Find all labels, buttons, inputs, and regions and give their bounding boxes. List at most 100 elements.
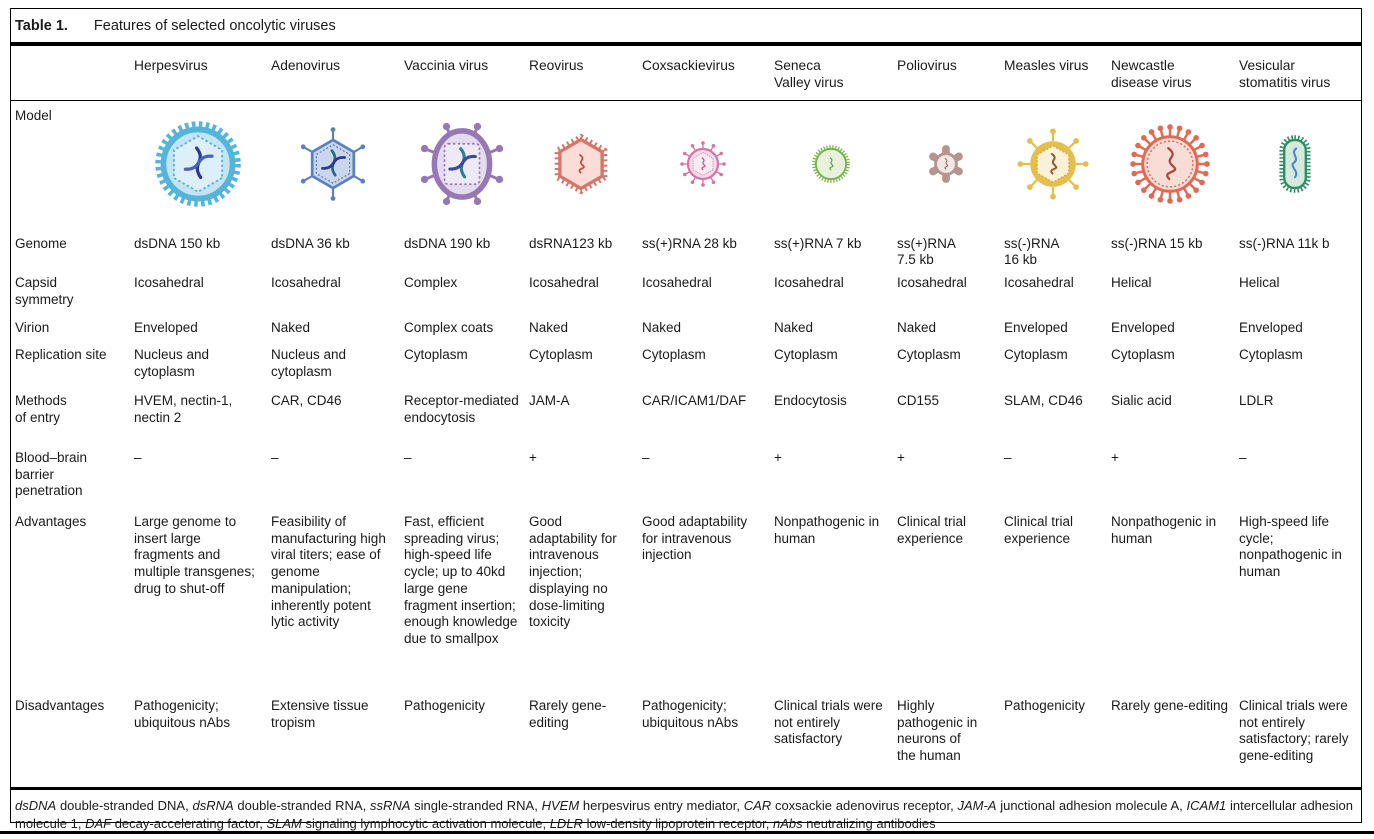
table-row-advantages: Advantages Large genome to insert large …: [11, 508, 1361, 694]
table: Table 1. Features of selected oncolytic v…: [10, 8, 1362, 831]
table-cell-replication_site: Cytoplasm: [404, 346, 468, 362]
table-cell-genome: dsRNA123 kb: [529, 235, 613, 251]
row-label-disadvantages: Disadvantages: [15, 697, 105, 713]
table-cell-replication_site: Cytoplasm: [1239, 346, 1303, 362]
vesicular-stomatitis-virus-icon: [1239, 101, 1361, 228]
table-title: Table 1. Features of selected oncolytic v…: [11, 9, 1361, 42]
footnote-rule: [11, 786, 1361, 791]
title-rule: [11, 42, 1361, 46]
column-header: Seneca Valley virus: [774, 57, 844, 90]
table-cell-advantages: Clinical trial experience: [1004, 513, 1074, 546]
table-cell-genome: dsDNA 36 kb: [271, 235, 350, 251]
table-row-capsid-symmetry: Capsid symmetry Icosahedral Icosahedral Co…: [11, 271, 1361, 316]
table-cell-virion: Complex coats: [404, 319, 494, 335]
table-cell-capsid_symmetry: Helical: [1111, 274, 1152, 290]
table-cell-bbb: +: [1111, 449, 1119, 465]
table-cell-virion: Naked: [529, 319, 569, 335]
table-row-model: Model: [11, 101, 1361, 228]
column-header: Adenovirus: [271, 57, 341, 73]
footnote-text: neutralizing antibodies: [802, 816, 936, 832]
table-number: Table 1.: [15, 18, 68, 34]
table-cell-virion: Enveloped: [1111, 319, 1175, 335]
footnote-text: herpesvirus entry mediator,: [579, 798, 744, 814]
table-cell-methods_of_entry: CAR, CD46: [271, 392, 342, 408]
footnote-text: coxsackie adenovirus receptor,: [771, 798, 958, 814]
footnote-text: double-stranded DNA,: [56, 798, 193, 814]
table-cell-replication_site: Cytoplasm: [1111, 346, 1175, 362]
table-cell-replication_site: Cytoplasm: [1004, 346, 1068, 362]
footnote-abbreviation: SLAM: [266, 816, 302, 832]
footnote-text: low-density lipoprotein receptor,: [582, 816, 773, 832]
table-cell-disadvantages: Pathogenicity: [1004, 697, 1086, 713]
table-caption: Features of selected oncolytic viruses: [93, 18, 336, 34]
row-label-genome: Genome: [15, 235, 67, 251]
table-cell-methods_of_entry: LDLR: [1239, 392, 1274, 408]
table-cell-disadvantages: Pathogenicity; ubiquitous nAbs: [642, 697, 739, 730]
row-label-virion: Virion: [15, 319, 50, 335]
table-cell-replication_site: Cytoplasm: [897, 346, 961, 362]
table-cell-genome: dsDNA 150 kb: [134, 235, 221, 251]
footnote-abbreviation: ssRNA: [369, 798, 411, 814]
table-cell-bbb: –: [1004, 449, 1012, 465]
column-header: Herpesvirus: [134, 57, 208, 73]
table-cell-capsid_symmetry: Complex: [404, 274, 458, 290]
footnote-abbreviation: dsDNA: [15, 798, 57, 814]
table-cell-bbb: +: [774, 449, 782, 465]
table-cell-replication_site: Cytoplasm: [529, 346, 593, 362]
table-cell-advantages: Clinical trial experience: [897, 513, 967, 546]
footnote-abbreviation: nAbs: [773, 816, 803, 832]
table-cell-advantages: High-speed life cycle; nonpathogenic in …: [1239, 513, 1342, 580]
table-cell-genome: ss(+)RNA 28 kb: [642, 235, 737, 251]
table-cell-methods_of_entry: SLAM, CD46: [1004, 392, 1083, 408]
table-cell-replication_site: Cytoplasm: [642, 346, 706, 362]
table-cell-genome: ss(+)RNA 7.5 kb: [897, 235, 956, 268]
table-cell-advantages: Large genome to insert large fragments a…: [134, 513, 255, 596]
table-cell-capsid_symmetry: Icosahedral: [271, 274, 341, 290]
footnote-abbreviation: ICAM1: [1186, 798, 1227, 814]
table-cell-capsid_symmetry: Icosahedral: [529, 274, 599, 290]
column-header: Poliovirus: [897, 57, 957, 73]
row-label-model: Model: [15, 107, 52, 123]
table-cell-disadvantages: Pathogenicity: [404, 697, 486, 713]
footnote-abbreviation: JAM-A: [957, 798, 997, 814]
column-header: Vaccinia virus: [404, 57, 489, 73]
table-cell-capsid_symmetry: Icosahedral: [642, 274, 712, 290]
table-cell-bbb: –: [404, 449, 412, 465]
row-label-capsid-symmetry: Capsid symmetry: [15, 274, 74, 307]
herpesvirus-icon: [134, 101, 271, 228]
footnote-abbreviation: HVEM: [541, 798, 580, 814]
vaccinia-virus-icon: [404, 101, 529, 228]
newcastle-disease-virus-icon: [1111, 101, 1239, 228]
bottom-rule: [0, 831, 1374, 834]
footnote-text: signaling lymphocytic activation molecul…: [301, 816, 550, 832]
measles-virus-icon: [1004, 101, 1111, 228]
footnote-abbreviation: dsRNA: [192, 798, 234, 814]
table-cell-advantages: Good adaptability for intravenous inject…: [642, 513, 748, 563]
coxsackievirus-icon: [642, 101, 774, 228]
seneca-valley-virus-icon: [774, 101, 897, 228]
table-cell-disadvantages: Extensive tissue tropism: [271, 697, 369, 730]
table-cell-disadvantages: Rarely gene-editing: [529, 697, 607, 730]
table-row-disadvantages: Disadvantages Pathogenicity; ubiquitous …: [11, 694, 1361, 787]
footnote-text: single-stranded RNA,: [410, 798, 542, 814]
table-cell-disadvantages: Clinical trials were not entirely satisf…: [1239, 697, 1349, 764]
table-cell-capsid_symmetry: Icosahedral: [897, 274, 967, 290]
table-cell-methods_of_entry: CD155: [897, 392, 940, 408]
footnote-text: decay-accelerating factor,: [111, 816, 267, 832]
table-cell-genome: ss(-)RNA 11k b: [1239, 235, 1330, 251]
table-cell-virion: Enveloped: [1239, 319, 1303, 335]
table-cell-capsid_symmetry: Icosahedral: [774, 274, 844, 290]
table-cell-genome: ss(-)RNA 15 kb: [1111, 235, 1203, 251]
table-cell-advantages: Fast, efficient spreading virus; high-sp…: [404, 513, 518, 647]
table-cell-capsid_symmetry: Icosahedral: [1004, 274, 1074, 290]
header-empty-cell: [15, 46, 134, 100]
column-header: Coxsackievirus: [642, 57, 735, 73]
table-cell-virion: Naked: [897, 319, 937, 335]
poliovirus-icon: [897, 101, 1004, 228]
table-cell-virion: Enveloped: [134, 319, 198, 335]
table-cell-methods_of_entry: Receptor-mediated endocytosis: [404, 392, 519, 425]
table-cell-disadvantages: Highly pathogenic in neurons of the huma…: [897, 697, 978, 764]
table-cell-disadvantages: Pathogenicity; ubiquitous nAbs: [134, 697, 231, 730]
